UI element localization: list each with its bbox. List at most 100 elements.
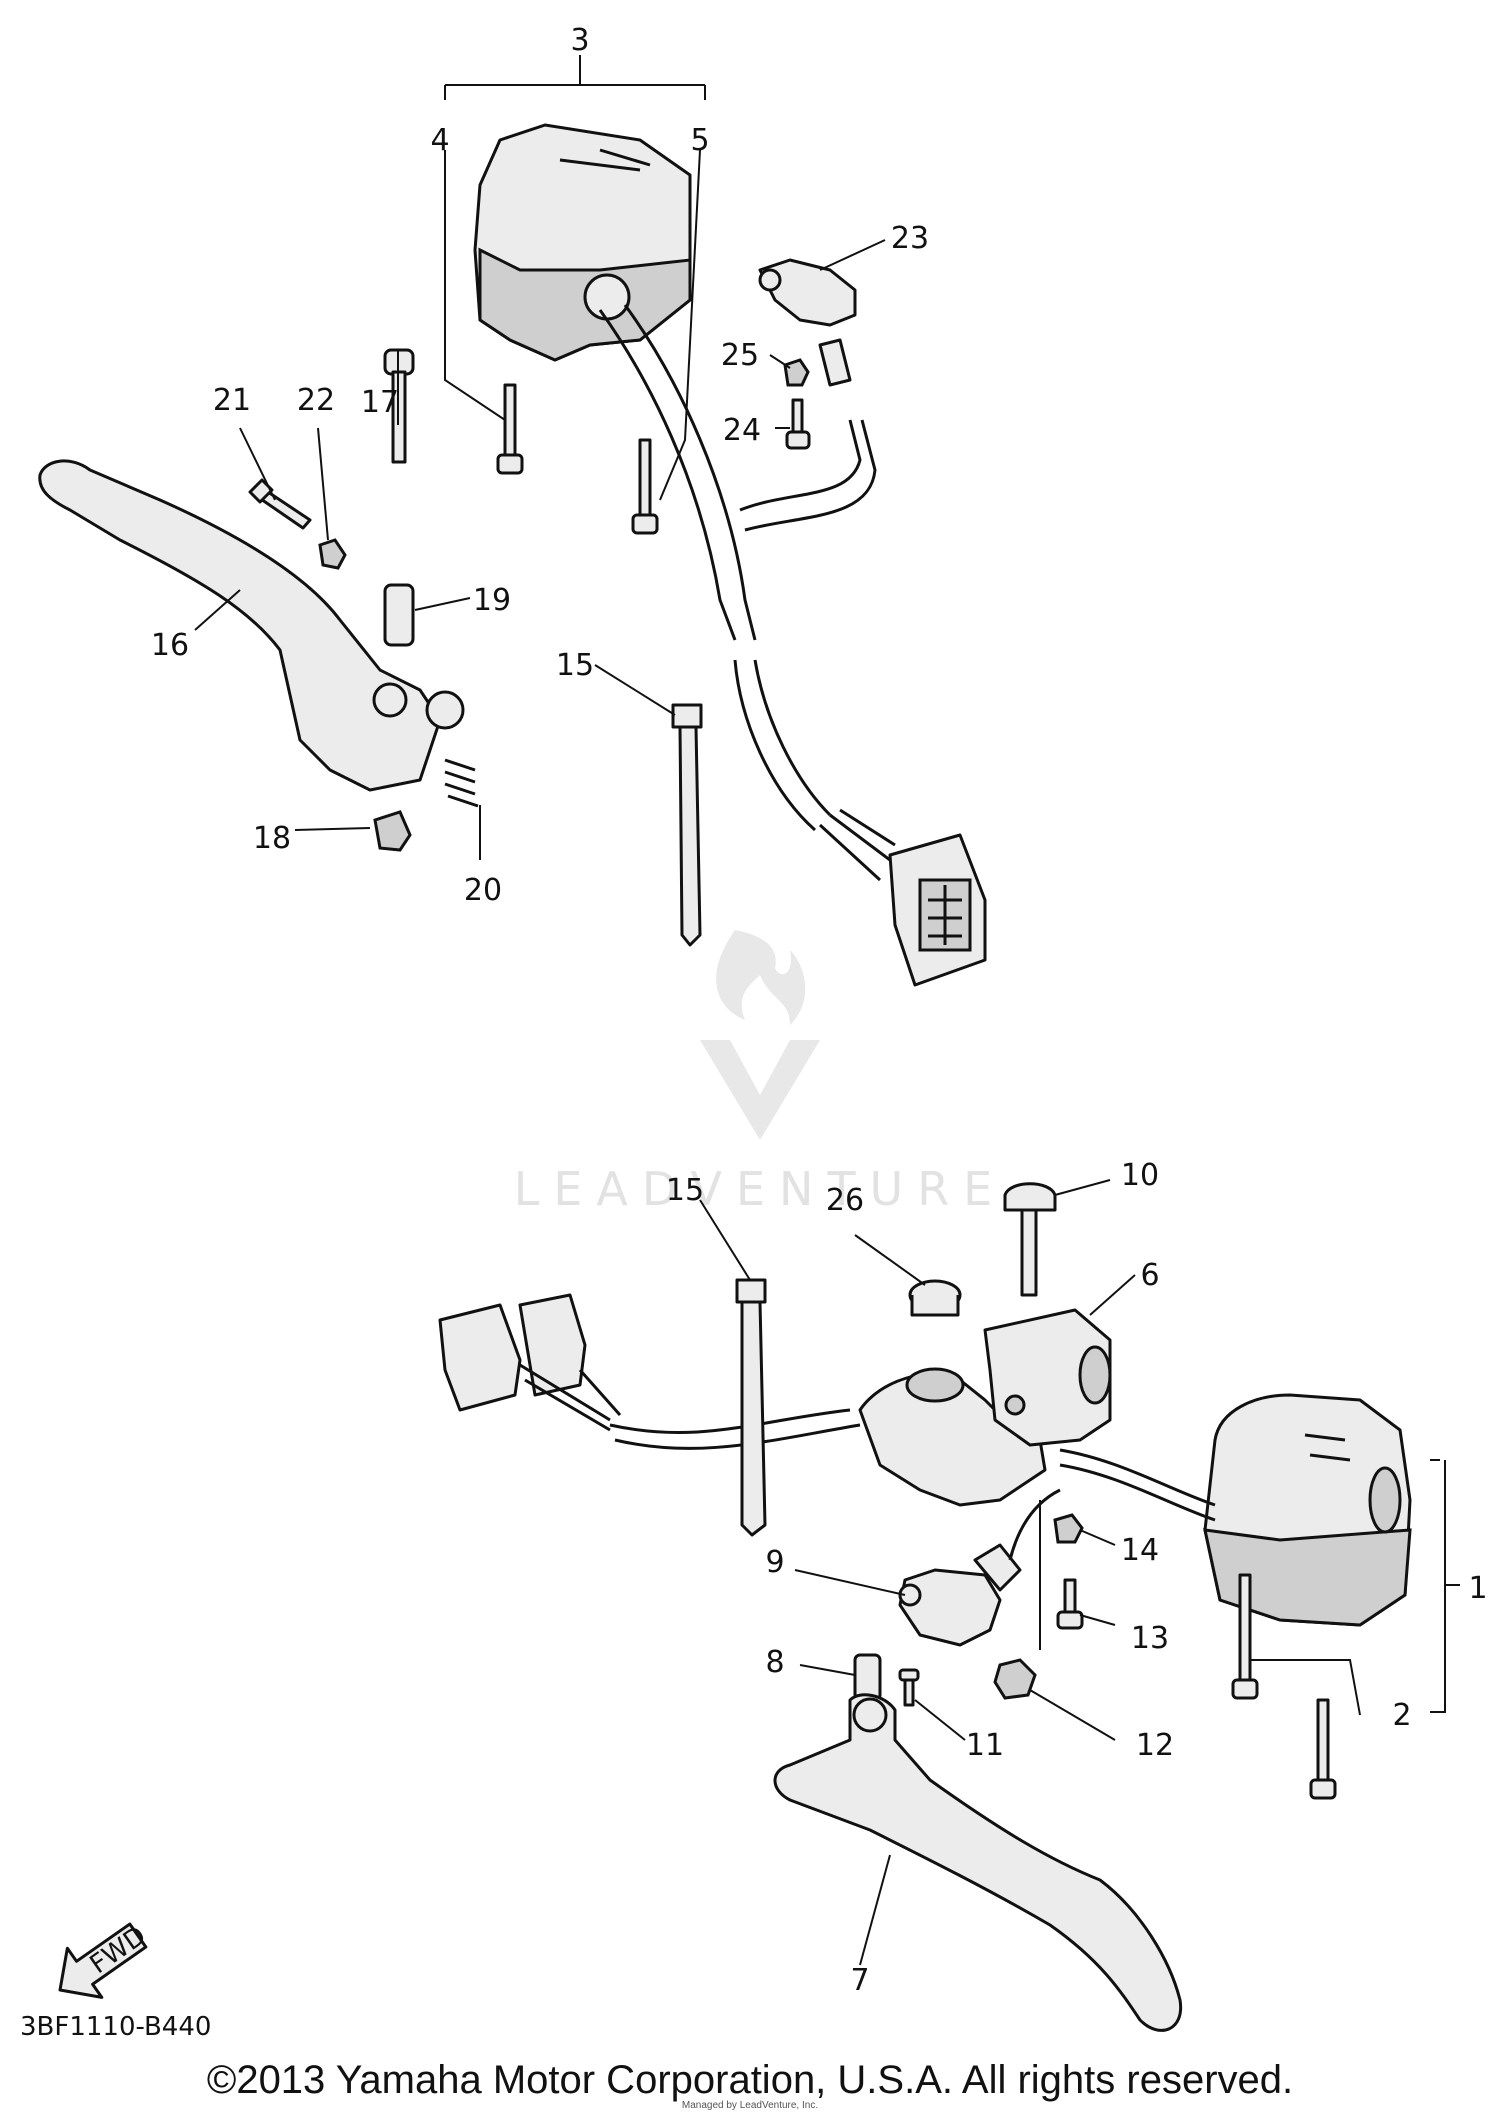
callout-23: 23	[891, 221, 929, 256]
callout-19: 19	[473, 583, 511, 618]
cable-tie-15-lower	[735, 1278, 767, 1537]
lever-7	[773, 1693, 1183, 2032]
callout-25: 25	[721, 338, 759, 373]
bracket-1	[1430, 1460, 1446, 1713]
leader-10	[1054, 1179, 1111, 1196]
lower-harness-wire	[609, 1408, 851, 1434]
switch-23-wire	[739, 419, 862, 512]
watermark-flame-icon	[716, 930, 806, 1025]
callout-13: 13	[1131, 1621, 1169, 1656]
watermark-v-icon	[700, 1040, 820, 1140]
leader-6	[1089, 1274, 1136, 1316]
cap-26	[908, 1279, 962, 1317]
leader-26	[854, 1234, 926, 1286]
leader-9	[794, 1569, 906, 1596]
callout-7: 7	[850, 1963, 869, 1998]
leader-13	[1079, 1614, 1116, 1626]
collar-8	[853, 1653, 882, 1702]
right-switch-housing	[1203, 1393, 1412, 1627]
nut-25	[783, 358, 810, 387]
screw-24	[785, 398, 811, 450]
bracket-3	[444, 55, 706, 100]
leader-5	[659, 149, 701, 501]
callout-14: 14	[1121, 1533, 1159, 1568]
callout-15-lower: 15	[666, 1173, 704, 1208]
callout-6: 6	[1140, 1258, 1159, 1293]
screw-2a	[1231, 1573, 1259, 1700]
adjuster-knob	[425, 690, 465, 730]
nut-14	[1053, 1513, 1084, 1544]
screw-2b	[1309, 1698, 1337, 1800]
switch-23-wire-2	[744, 419, 877, 532]
nut-22	[318, 538, 347, 570]
fwd-arrow-icon: FWD	[58, 1921, 152, 1999]
bolt-21	[248, 478, 312, 530]
callout-15: 15	[556, 648, 594, 683]
callout-18: 18	[253, 821, 291, 856]
collar-19	[383, 583, 415, 647]
callout-11: 11	[966, 1728, 1004, 1763]
adjuster-18	[373, 810, 412, 852]
upper-harness-wire-4	[753, 659, 832, 817]
screw-13	[1056, 1578, 1084, 1630]
leader-21	[239, 427, 276, 501]
brake-switch-9	[898, 1543, 1022, 1647]
right-housing-wire	[1059, 1448, 1216, 1507]
lever-16	[38, 459, 442, 792]
leader-11	[914, 1699, 966, 1741]
callout-3: 3	[570, 23, 589, 58]
screw-5	[631, 438, 659, 535]
callout-10: 10	[1121, 1158, 1159, 1193]
lower-coupler	[438, 1293, 622, 1432]
watermark: LEADVENTURE	[514, 930, 1007, 1216]
nut-12	[993, 1658, 1037, 1700]
leader-12	[1029, 1689, 1116, 1741]
screw-4	[496, 383, 524, 475]
copyright-notice: ©2013 Yamaha Motor Corporation, U.S.A. A…	[206, 2058, 1294, 2102]
callout-1: 1	[1468, 1571, 1487, 1606]
callout-26: 26	[826, 1183, 864, 1218]
lower-harness-wire-2	[614, 1423, 861, 1450]
callout-2: 2	[1392, 1698, 1411, 1733]
spring-20	[444, 758, 479, 808]
callout-12: 12	[1136, 1728, 1174, 1763]
callout-17: 17	[361, 385, 399, 420]
leader-23	[819, 239, 886, 271]
bolt-10	[1003, 1182, 1057, 1297]
callout-4: 4	[430, 123, 449, 158]
upper-harness-wire-2	[623, 304, 757, 641]
leader-15-lower	[699, 1199, 751, 1281]
callout-16: 16	[151, 628, 189, 663]
leader-18	[294, 827, 371, 831]
fwd-label: FWD	[85, 1921, 152, 1980]
left-switch-housing	[473, 123, 692, 362]
upper-coupler	[818, 808, 987, 987]
leader-14	[1079, 1529, 1116, 1546]
screw-11	[898, 1668, 920, 1707]
leader-4	[444, 150, 506, 421]
callout-22: 22	[297, 383, 335, 418]
clutch-switch-23	[758, 258, 857, 387]
leader-15-upper	[594, 664, 676, 716]
switch-9-wire	[1008, 1488, 1061, 1561]
leader-7	[859, 1854, 891, 1966]
callout-21: 21	[213, 383, 251, 418]
leader-25	[769, 354, 791, 369]
leader-16	[194, 589, 241, 631]
upper-harness-wire-3	[733, 659, 816, 832]
right-housing-wire-2	[1059, 1463, 1216, 1522]
master-cylinder	[858, 1308, 1112, 1507]
callout-20: 20	[464, 873, 502, 908]
upper-harness-wire	[598, 309, 737, 641]
callout-8: 8	[765, 1645, 784, 1680]
leader-19	[414, 597, 471, 611]
leader-2	[1250, 1659, 1361, 1716]
cable-tie-15-upper	[671, 703, 703, 947]
credit-line: Managed by LeadVenture, Inc.	[681, 2100, 819, 2111]
leader-22	[317, 427, 329, 541]
leader-8	[799, 1664, 856, 1676]
watermark-text: LEADVENTURE	[514, 1162, 1007, 1216]
callout-9: 9	[765, 1545, 784, 1580]
callout-24: 24	[723, 413, 761, 448]
